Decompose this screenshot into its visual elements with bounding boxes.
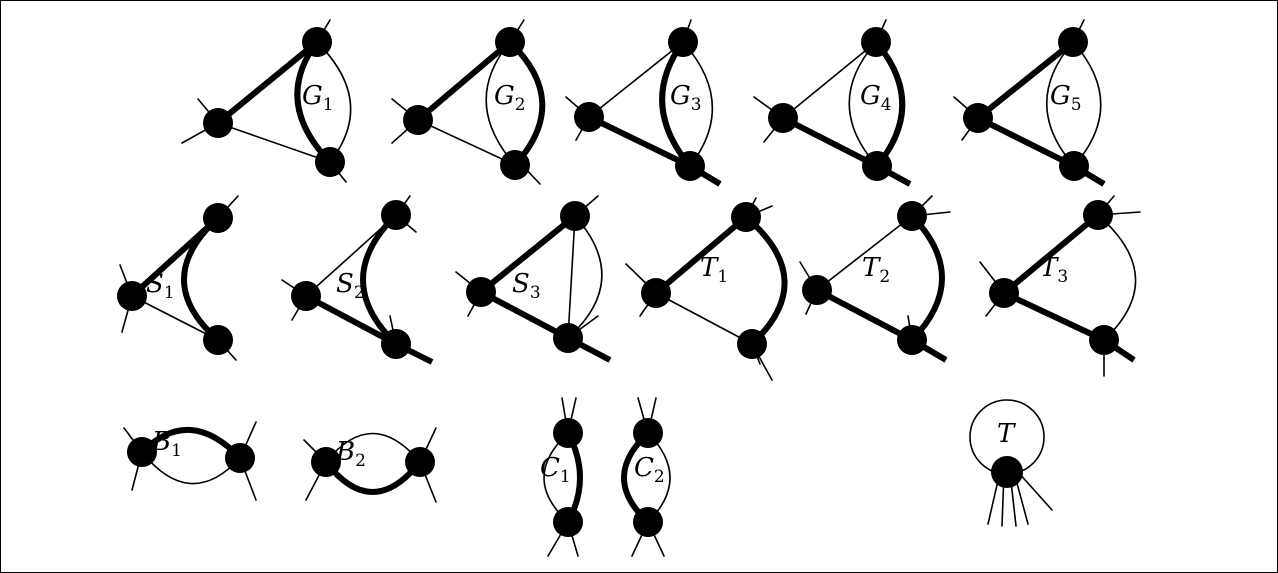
- diagram-G1: G1: [181, 19, 352, 183]
- label-G3: G3: [670, 81, 702, 115]
- diagram-B2: B2: [303, 427, 437, 503]
- diagram-T2: T2: [799, 195, 951, 363]
- label-T: T: [997, 419, 1016, 449]
- diagram-S1: S1: [117, 195, 239, 361]
- label-T2: T2: [862, 253, 890, 287]
- diagram-G2: G2: [391, 19, 546, 185]
- label-G4: G4: [860, 81, 892, 115]
- diagram-S2: S2: [281, 195, 434, 365]
- label-S1: S1: [146, 269, 175, 303]
- diagram-G5: G5: [953, 19, 1106, 187]
- diagram-T: T: [969, 399, 1053, 527]
- label-B2: B2: [335, 437, 366, 471]
- label-C2: C2: [634, 453, 665, 487]
- diagram-T1: T1: [625, 197, 788, 381]
- label-T1: T1: [700, 253, 728, 287]
- label-G1: G1: [302, 81, 334, 115]
- label-S2: S2: [336, 269, 365, 303]
- diagram-B1: B1: [123, 421, 257, 501]
- diagram-T3: T3: [979, 195, 1141, 377]
- diagram-C1: C1: [540, 397, 583, 557]
- label-B1: B1: [151, 427, 182, 461]
- label-C1: C1: [540, 453, 571, 487]
- label-S3: S3: [512, 269, 541, 303]
- diagram-G3: G3: [565, 19, 722, 187]
- label-G2: G2: [494, 81, 526, 115]
- diagram-G4: G4: [753, 19, 912, 187]
- diagram-S3: S3: [455, 195, 612, 363]
- diagram-C2: C2: [621, 397, 671, 557]
- label-T3: T3: [1040, 253, 1068, 287]
- label-G5: G5: [1050, 81, 1082, 115]
